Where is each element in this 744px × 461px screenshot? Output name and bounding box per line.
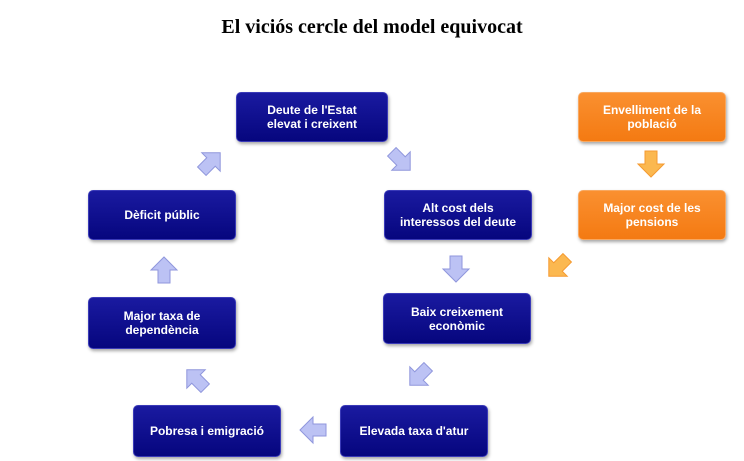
arrow-down-right-icon xyxy=(380,140,422,182)
node-elevada-taxa-atur: Elevada taxa d'atur xyxy=(340,405,488,457)
node-label: Dèficit públic xyxy=(124,208,200,222)
node-pobresa: Pobresa i emigració xyxy=(133,405,281,457)
node-deficit: Dèficit públic xyxy=(88,190,236,240)
node-label: Major cost de les pensions xyxy=(603,201,701,229)
arrow-up-right-icon xyxy=(190,141,232,183)
node-label: Envelliment de la població xyxy=(602,103,702,131)
node-label: Baix creixement econòmic xyxy=(410,304,504,333)
arrow-left-icon xyxy=(298,415,328,445)
orange-arrow-down-left-icon xyxy=(537,246,579,288)
node-envelliment: Envelliment de la població xyxy=(578,92,726,142)
node-pensions: Major cost de les pensions xyxy=(578,190,726,240)
orange-arrow-down-icon xyxy=(636,149,666,179)
node-label: Pobresa i emigració xyxy=(149,424,265,438)
diagram-title: El viciós cercle del model equivocat xyxy=(221,16,523,38)
node-label: Alt cost dels interessos del deute xyxy=(399,201,517,229)
node-alt-cost: Alt cost dels interessos del deute xyxy=(384,190,532,240)
node-label: Major taxa de dependència xyxy=(123,309,201,337)
arrow-up-icon xyxy=(149,255,179,285)
arrow-down-icon xyxy=(441,254,471,284)
node-baix-creixement: Baix creixement econòmic xyxy=(383,293,531,344)
node-label: Deute de l'Estat elevat i creixent xyxy=(266,103,358,131)
node-major-taxa: Major taxa de dependència xyxy=(88,297,236,349)
node-deute: Deute de l'Estat elevat i creixent xyxy=(236,92,388,142)
node-label: Elevada taxa d'atur xyxy=(359,424,469,438)
arrow-down-left-icon xyxy=(398,355,440,397)
arrow-up-left-icon xyxy=(175,358,217,400)
